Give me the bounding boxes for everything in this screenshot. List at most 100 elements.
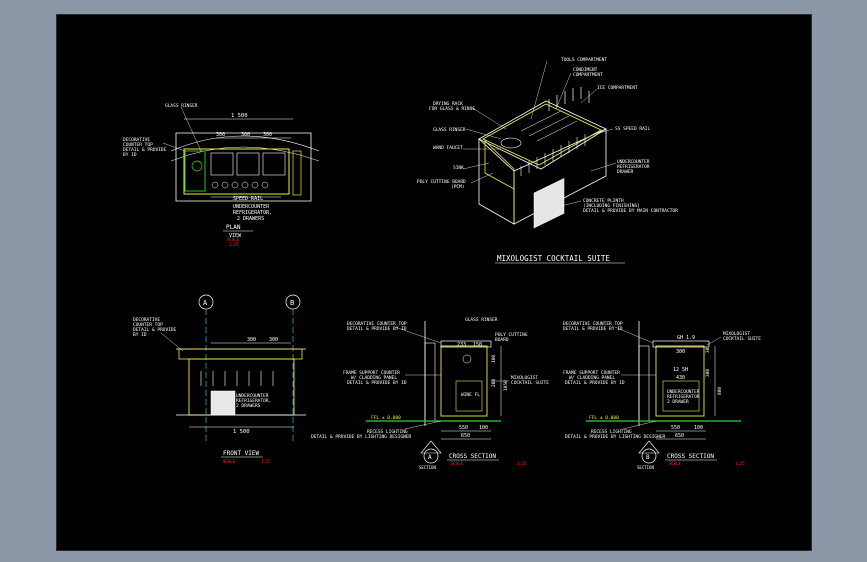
sb-under-l1: UNDERCOUNTER [667, 389, 700, 395]
sa-frame-l1: FRAME SUPPORT COUNTER [343, 370, 400, 376]
iso-counter-yellow [482, 103, 602, 166]
sa-marker-circle [423, 448, 439, 464]
sa-glass-rinser: GLASS RINSER [465, 317, 498, 323]
sa-scale-val: 1:25 [517, 461, 527, 466]
plan-scale-val: 1:25 [229, 242, 239, 247]
front-scale-val: 1:25 [261, 459, 271, 464]
sb-dim-430b: 430 [676, 375, 685, 381]
front-deco-l1: DECORATIVE [133, 317, 160, 323]
sb-dim-550: 550 [671, 425, 680, 431]
sb-dim-430a: 12 5H [673, 367, 688, 373]
front-deco-l3: DETAIL & PROVIDE [133, 327, 177, 333]
sa-marker-triangle [420, 440, 442, 454]
drawing-canvas: GLASS RINSER DECORATIVE COUNTER TOP DETA… [56, 14, 812, 551]
sa-dim-100: 100 [479, 425, 488, 431]
iso-condiment-l2: COMPARTMENT [573, 72, 603, 78]
plan-sink-unit [183, 148, 290, 195]
front-counter-top [178, 348, 303, 360]
iso-poly-l2: (PCM) [451, 184, 465, 190]
sa-frame-l3: DETAIL & PROVIDE BY ID [347, 380, 407, 386]
sa-body [440, 345, 488, 417]
sb-leader-mixo [706, 336, 722, 346]
sb-marker-circle [641, 448, 657, 464]
sb-body [655, 345, 705, 417]
sa-recess-l2: DETAIL & PROVIDE BY LIGHTING DESIGNER [311, 434, 412, 440]
sb-marker-triangle [638, 440, 660, 454]
sa-dim-side-1: 100 [491, 355, 497, 363]
iso-condiment-l1: CONDIMENT [573, 67, 598, 73]
sb-gh: GH 1.9 [677, 335, 695, 341]
iso-concrete-l3: DETAIL & PROVIDE BY MAIN CONTRACTOR [583, 208, 678, 214]
front-under-ref-l1: UNDERCOUNTER [236, 393, 269, 399]
sa-marker-sub: SECTION [419, 465, 436, 470]
sa-recess-l1: RECESS LIGHTING [367, 429, 408, 435]
sb-dim-side-3: 800 [717, 387, 723, 395]
cad-drawing: GLASS RINSER DECORATIVE COUNTER TOP DETA… [123, 57, 761, 470]
plan-bottle-3 [231, 181, 239, 189]
sa-fridge [455, 380, 483, 412]
iso-top-face [478, 100, 607, 170]
iso-concrete-l2: (INCLUDING FINISHING) [583, 203, 640, 209]
plan-glass-rinser-label: GLASS RINSER [165, 103, 198, 109]
iso-sink-label: SINK [453, 165, 464, 171]
sb-title: CROSS SECTION [667, 453, 714, 460]
sa-dim-top-2: 150 [473, 342, 482, 348]
section-a: DECORATIVE COUNTER TOP DETAIL & PROVIDE … [311, 317, 549, 470]
sa-dim-650: 650 [461, 433, 470, 439]
sa-ffl: FFL ± 0.000 [371, 415, 401, 421]
iso-leader-9 [598, 128, 614, 134]
iso-leader-4 [470, 106, 507, 130]
sb-ffl: FFL ± 0.000 [589, 415, 619, 421]
sa-frame-l2: W/ CLADDING PANEL [351, 375, 397, 381]
iso-leader-2 [555, 72, 572, 110]
sa-dim-side-3: 1050 [503, 380, 509, 391]
plan-title-2: VIEW [229, 233, 242, 239]
iso-fridge-door [533, 178, 565, 229]
plan-title: PLAN [226, 224, 241, 231]
sb-under-l2: REFRIGERATOR [667, 394, 700, 400]
iso-poly-l1: POLY CUTTING BOARD [417, 179, 466, 185]
sa-scale: SCALE [451, 461, 464, 466]
front-fridge [210, 390, 236, 416]
iso-leader-7 [462, 162, 490, 170]
plan-compartment-2 [236, 152, 260, 176]
iso-leader-10 [590, 162, 617, 172]
iso-leader-8 [470, 172, 494, 184]
plan-compartment-1 [210, 152, 234, 176]
plan-dim-1500: 1 500 [231, 113, 248, 119]
iso-drying-l2: FOR GLASS & RINSE [429, 106, 475, 112]
sa-dim-550: 550 [459, 425, 468, 431]
sa-leader-recess [404, 420, 442, 430]
plan-leader-glass [180, 106, 202, 152]
plan-left-block [184, 150, 206, 192]
sb-dim-650: 650 [675, 433, 684, 439]
plan-dim-300c: 300 [216, 132, 225, 138]
iso-ice: ICE COMPARTMENT [597, 85, 638, 91]
sa-counter-top [440, 340, 492, 348]
plan-bottle-2 [221, 181, 229, 189]
plan-right-post [292, 150, 302, 196]
plan-rinser [191, 160, 203, 172]
plan-leader-deco [162, 142, 186, 152]
iso-under-ref-l1: UNDERCOUNTER [617, 159, 650, 165]
plan-view: GLASS RINSER DECORATIVE COUNTER TOP DETA… [123, 103, 320, 247]
iso-speed-rail: SS SPEED RAIL [615, 126, 651, 132]
sb-leader-recess [622, 420, 657, 430]
iso-bottles [548, 87, 590, 111]
plan-under-ref-l3: 2 DRAWERS [237, 216, 264, 222]
sa-mixo-l2: COCKTAIL SUITE [511, 380, 549, 386]
front-leader-deco [160, 332, 184, 352]
plan-dim-300b: 300 [263, 132, 272, 138]
plan-bottle-5 [251, 181, 259, 189]
iso-wand: WAND FAUCET [433, 145, 463, 151]
sb-mixo-l2: COCKTAIL SUITE [723, 336, 761, 342]
iso-leader-3 [580, 88, 598, 104]
plan-under-ref-l2: REFRIGERATOR, [233, 210, 272, 216]
iso-under-ref-l3: DRAWER [617, 169, 634, 175]
sb-fridge [662, 380, 700, 412]
sb-dim-side-1: 30 [705, 347, 711, 353]
iso-title: MIXOLOGIST COCKTAIL SUITE [497, 254, 610, 263]
sb-marker-sub: SECTION [637, 465, 654, 470]
plan-bottle-1 [211, 181, 219, 189]
front-dim-300a: 300 [247, 337, 256, 343]
